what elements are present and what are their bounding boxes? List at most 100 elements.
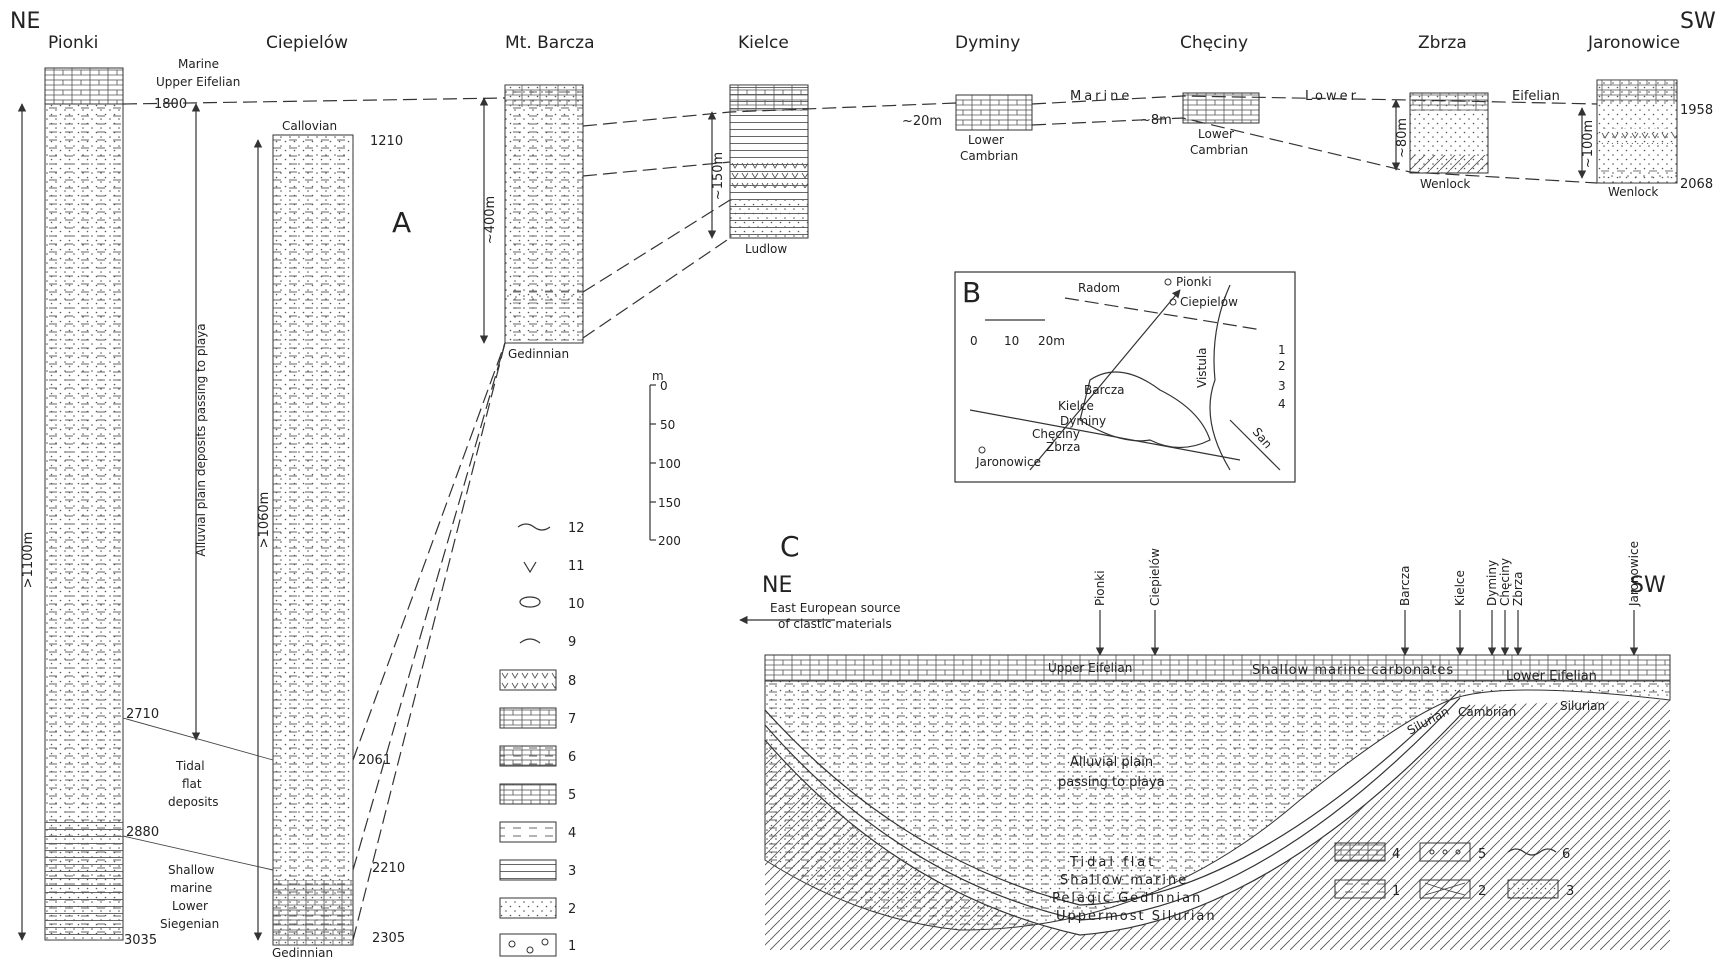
- pionki-shallow-1: Shallow: [168, 863, 215, 877]
- legend-c-5: 5: [1478, 847, 1486, 862]
- section-name-dyminy: Dyminy: [955, 33, 1020, 53]
- c-locality-jaronowice: Jaronowice: [1627, 541, 1641, 607]
- map-legend-1: 1: [1278, 343, 1286, 357]
- ciepielow-gedinnian: Gedinnian: [272, 946, 333, 960]
- legend-c-1: 1: [1392, 884, 1400, 899]
- section-name-checiny: Chęciny: [1180, 33, 1248, 53]
- legend-c: 4 5 6 1 2 3: [1334, 842, 1574, 899]
- pionki-depth-3035: 3035: [124, 933, 157, 948]
- map-legend-4: 4: [1278, 397, 1286, 411]
- ciepielow-depth-2061: 2061: [358, 753, 391, 768]
- section-name-barcza: Mt. Barcza: [505, 33, 595, 53]
- map-legend-3: 3: [1278, 379, 1286, 393]
- eifelian-label: Eifelian: [1512, 89, 1560, 104]
- dyminy-base-1: Lower: [968, 133, 1004, 147]
- source-note-2: of clastic materials: [778, 617, 892, 631]
- legend-c-3: 3: [1566, 884, 1574, 899]
- section-name-ciepielow: Ciepielów: [266, 33, 348, 53]
- pionki-marine-note: Marine: [178, 57, 219, 71]
- legend-a-12: 12: [568, 521, 585, 536]
- ciepielow-callovian: Callovian: [282, 119, 337, 133]
- c-locality-kielce: Kielce: [1453, 570, 1467, 606]
- pionki-depth-2710: 2710: [126, 707, 159, 722]
- legend-a-6: 6: [568, 750, 576, 765]
- scale-tick-150: 150: [658, 496, 681, 510]
- panel-c-sw: SW: [1630, 573, 1666, 598]
- c-unit-alluvial-2: passing to playa: [1058, 775, 1165, 790]
- map-b: [954, 271, 1296, 483]
- column-zbrza: [1409, 92, 1489, 174]
- legend-a-9: 9: [568, 635, 576, 650]
- map-legend-2: 2: [1278, 359, 1286, 373]
- pionki-shallow-4: Siegenian: [160, 917, 219, 931]
- legend-a-10: 10: [568, 597, 585, 612]
- map-place-kielce: Kielce: [1058, 399, 1094, 413]
- column-pionki: [44, 67, 124, 941]
- c-unit-alluvial-1: Alluvial plain: [1070, 755, 1153, 770]
- legend-a-11: 11: [568, 559, 585, 574]
- map-place-radom: Radom: [1078, 281, 1120, 295]
- c-unit-shallow-carbonates: Shallow marine carbonates: [1252, 663, 1454, 678]
- column-dyminy: [955, 94, 1033, 131]
- source-note-1: East European source: [770, 601, 901, 615]
- map-place-jaronowice: Jaronowice: [975, 455, 1041, 469]
- c-locality-zbrza: Zbrza: [1511, 572, 1525, 606]
- legend-c-2: 2: [1478, 884, 1486, 899]
- lower-label: Lower: [1305, 89, 1359, 104]
- column-jaronowice: [1596, 79, 1678, 184]
- scale-tick-200: 200: [658, 534, 681, 548]
- c-unit-shallow-marine: Shallow marine: [1060, 873, 1188, 888]
- checiny-base-1: Lower: [1198, 127, 1234, 141]
- pionki-tidal-1: Tidal: [175, 759, 205, 773]
- dyminy-thickness: ~20m: [902, 114, 942, 129]
- vertical-scale-bar: [649, 384, 656, 541]
- pionki-upper-eifelian-note: Upper Eifelian: [156, 75, 240, 89]
- map-scale-20: 20m: [1038, 334, 1065, 348]
- ciepielow-thickness: >1060m: [257, 492, 272, 549]
- c-unit-pelagic: Pelagic Gedinnian: [1052, 891, 1202, 906]
- legend-c-6: 6: [1562, 847, 1570, 862]
- c-locality-pionki: Pionki: [1093, 570, 1107, 606]
- alluvial-plain-arrow-label: Alluvial plain deposits passing to playa: [194, 323, 208, 556]
- legend-a-7: 7: [568, 712, 576, 727]
- column-ciepielow: [272, 134, 354, 946]
- locality-markers: [1095, 610, 1639, 656]
- pionki-depth-2880: 2880: [126, 825, 159, 840]
- barcza-gedinnian: Gedinnian: [508, 347, 569, 361]
- section-name-pionki: Pionki: [48, 33, 98, 53]
- legend-a-1: 1: [568, 939, 576, 954]
- c-unit-lower-eifelian: Lower Eifelian: [1506, 669, 1597, 684]
- c-unit-cambrian: Cambrian: [1458, 705, 1516, 719]
- checiny-base-2: Cambrian: [1190, 143, 1248, 157]
- legend-c-4: 4: [1392, 847, 1400, 862]
- map-place-checiny: Chęciny: [1032, 427, 1080, 441]
- c-unit-uppermost: Uppermost Silurian: [1056, 909, 1217, 924]
- pionki-tidal-2: flat: [182, 777, 202, 791]
- zbrza-base: Wenlock: [1420, 177, 1470, 191]
- panel-c-ne: NE: [762, 573, 792, 598]
- section-name-zbrza: Zbrza: [1418, 33, 1467, 53]
- legend-a-4: 4: [568, 826, 576, 841]
- ciepielow-depth-1210: 1210: [370, 134, 403, 149]
- map-place-ciepielow: Ciepielów: [1180, 295, 1238, 309]
- legend-a-8: 8: [568, 674, 576, 689]
- c-unit-tidal: Tidal flat: [1069, 855, 1156, 870]
- ciepielow-depth-2305: 2305: [372, 931, 405, 946]
- scale-unit: m: [652, 369, 664, 383]
- c-locality-barcza: Barcza: [1398, 565, 1412, 606]
- column-kielce: [729, 84, 809, 239]
- c-unit-silurian-right: Silurian: [1560, 699, 1605, 713]
- scale-tick-100: 100: [658, 457, 681, 471]
- legend-a: 12 11 10 9 8 7 6 5 4 3 2 1: [499, 521, 585, 957]
- legend-a-2: 2: [568, 902, 576, 917]
- cross-section: [764, 654, 1671, 950]
- zbrza-thickness: ~80m: [1395, 118, 1410, 158]
- map-place-barcza: Barcza: [1084, 383, 1125, 397]
- legend-a-5: 5: [568, 788, 576, 803]
- legend-a-3: 3: [568, 864, 576, 879]
- kielce-thickness: ~150m: [711, 152, 726, 200]
- map-river-vistula: Vistula: [1195, 347, 1209, 388]
- direction-ne-label: NE: [10, 9, 40, 34]
- panel-c-label: C: [780, 530, 800, 563]
